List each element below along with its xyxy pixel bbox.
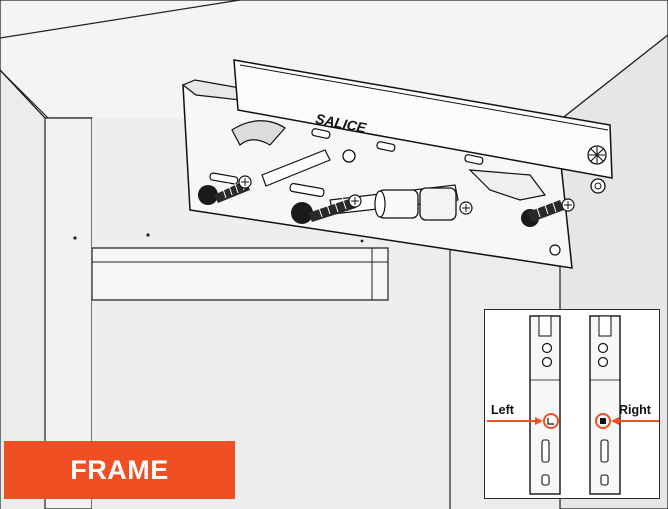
frame-badge-label: FRAME [70, 454, 169, 485]
left-label: Left [491, 403, 514, 417]
rail-left [529, 315, 561, 495]
right-label: Right [619, 403, 651, 417]
screw-middle [291, 194, 362, 224]
frame-badge: FRAME [4, 441, 235, 499]
inset-rails [487, 315, 659, 495]
front-fixing-bracket [181, 59, 613, 269]
frame-post [44, 117, 93, 509]
inset-detail: Left Right [484, 309, 660, 499]
rail-right [589, 315, 621, 495]
screw-left [198, 175, 252, 205]
drawer-box [91, 247, 389, 301]
screw-right [521, 198, 575, 227]
left-adjuster-highlight [543, 413, 559, 429]
